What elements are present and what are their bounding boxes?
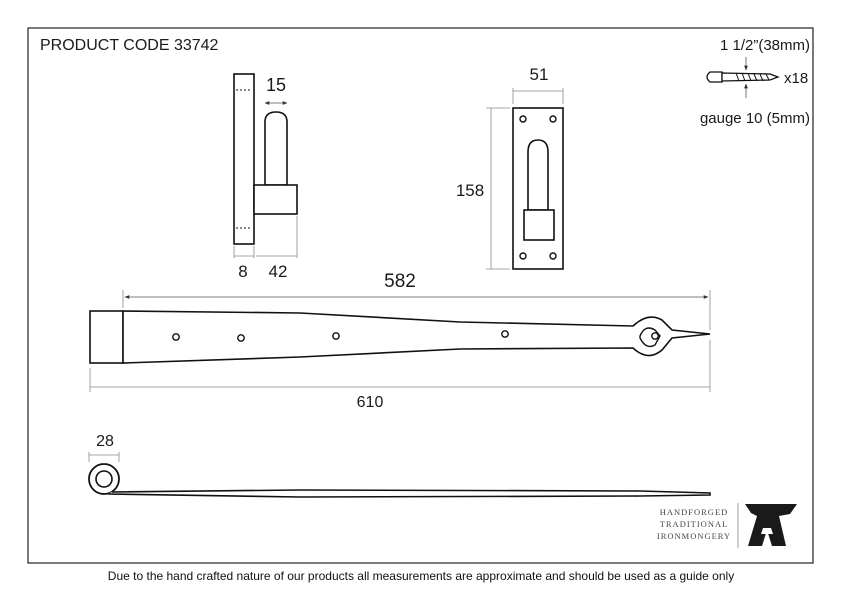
strap-side-view: 28 — [88, 433, 711, 498]
pintle-projection-label: 42 — [269, 262, 288, 281]
pintle-height-label: 158 — [456, 181, 484, 200]
anvil-icon — [745, 504, 797, 546]
screw-quantity: x18 — [784, 70, 808, 87]
screw-gauge-label: gauge 10 (5mm) — [700, 110, 810, 127]
brand-line-3: IRONMONGERY — [657, 531, 731, 541]
strap-top-view: 582 610 — [89, 271, 711, 411]
brand-block: HANDFORGED TRADITIONAL IRONMONGERY — [657, 503, 797, 548]
brand-line-2: TRADITIONAL — [660, 519, 729, 529]
pintle-front-view: 51 158 — [456, 65, 564, 270]
screw-spec: 1 1/2”(38mm) x18 gauge 10 (5mm) — [700, 37, 810, 127]
product-code: PRODUCT CODE 33742 — [40, 37, 219, 54]
strap-knuckle-diameter-label: 28 — [96, 433, 114, 450]
screw-length-label: 1 1/2”(38mm) — [720, 37, 810, 54]
strap-overall-length-label: 610 — [357, 394, 384, 411]
screw-icon — [706, 71, 780, 83]
brand-line-1: HANDFORGED — [660, 507, 729, 517]
pintle-width-label: 51 — [530, 65, 549, 84]
pintle-pin-diameter-label: 15 — [266, 75, 286, 95]
pintle-side-view: 15 8 42 — [233, 73, 298, 281]
strap-hole-to-tip-label: 582 — [384, 271, 416, 292]
pintle-plate-thickness-label: 8 — [238, 262, 247, 281]
disclaimer-text: Due to the hand crafted nature of our pr… — [107, 569, 735, 583]
drawing-frame — [27, 27, 814, 564]
